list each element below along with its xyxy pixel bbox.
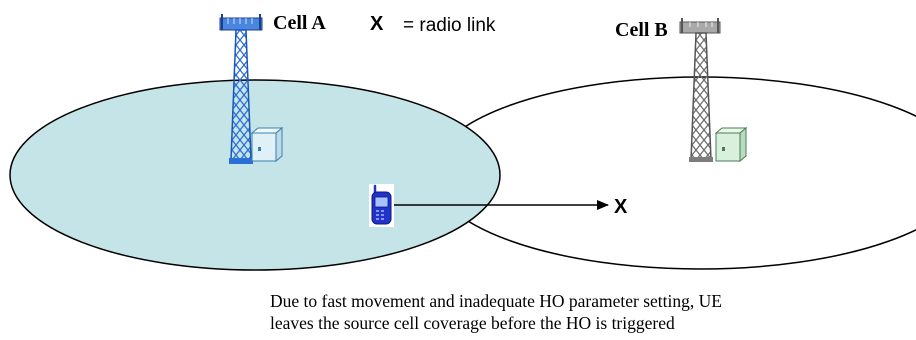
legend-symbol: X — [370, 13, 384, 35]
caption-line-2: leaves the source cell coverage before t… — [270, 313, 675, 333]
cell-tower-b-icon — [679, 18, 721, 162]
caption-line-1: Due to fast movement and inadequate HO p… — [270, 291, 722, 311]
cell-a-coverage — [9, 79, 501, 271]
ue-phone-icon — [369, 184, 394, 227]
equipment-cabinet-a-icon — [250, 126, 284, 163]
equipment-cabinet-b-icon — [714, 126, 748, 163]
legend-text: = radio link — [403, 15, 496, 36]
cell-b-label: Cell B — [615, 19, 668, 41]
diagram-caption: Due to fast movement and inadequate HO p… — [270, 290, 870, 334]
cell-b-coverage — [431, 76, 916, 270]
radio-link-end-marker: X — [614, 196, 628, 218]
cell-tower-a-icon — [219, 14, 263, 164]
cell-a-label: Cell A — [273, 12, 326, 34]
